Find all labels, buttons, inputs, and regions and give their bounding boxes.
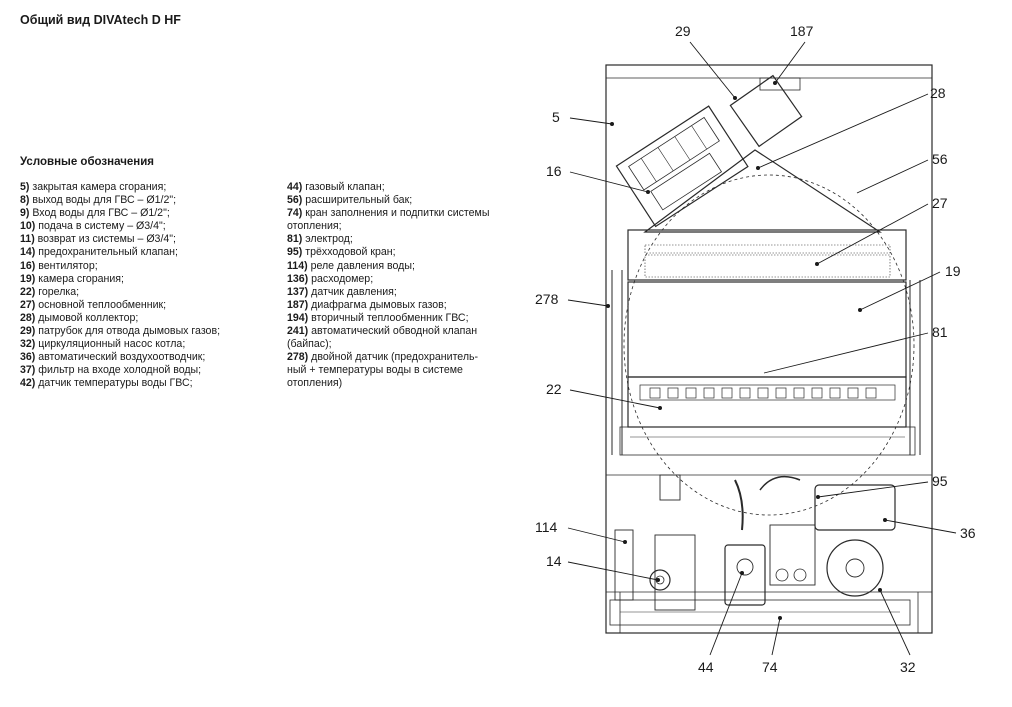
callout-56: 56 (932, 151, 948, 167)
legend-item: 74) кран заполнения и подпитки системы (287, 207, 490, 220)
legend-item: ный + температуры воды в системе (287, 364, 463, 377)
callout-187: 187 (790, 23, 814, 39)
legend-item: 29) патрубок для отвода дымовых газов; (20, 325, 221, 338)
callout-29: 29 (675, 23, 691, 39)
boiler-diagram: 29 187 28 5 56 16 27 19 278 81 22 95 114… (535, 23, 976, 675)
legend-item: 14) предохранительный клапан; (20, 246, 178, 259)
pump (826, 539, 884, 597)
callout-74: 74 (762, 659, 778, 675)
legend-item: 36) автоматический воздухоотводчик; (20, 351, 206, 364)
callout-19: 19 (945, 263, 961, 279)
legend-item: 32) циркуляционный насос котла; (20, 338, 186, 351)
legend-item: 56) расширительный бак; (287, 194, 413, 207)
legend-item: 16) вентилятор; (20, 259, 98, 272)
legend-item: 10) подача в систему – Ø3/4"; (20, 220, 166, 233)
legend-item: 194) вторичный теплообменник ГВС; (287, 311, 469, 324)
fan-unit (615, 105, 749, 228)
legend-item: 19) камера сгорания; (20, 272, 124, 285)
callout-95: 95 (932, 473, 948, 489)
callout-114: 114 (535, 519, 558, 535)
legend-item: 11) возврат из системы – Ø3/4"; (20, 233, 176, 246)
callout-28: 28 (930, 85, 946, 101)
legend-item: 136) расходомер; (287, 272, 374, 285)
callout-278: 278 (535, 291, 559, 307)
legend-item: 81) электрод; (287, 233, 353, 246)
legend-item: 114) реле давления воды; (287, 259, 415, 272)
legend-item: отопления) (287, 377, 343, 390)
callout-14: 14 (546, 553, 562, 569)
legend-item: 95) трёхходовой кран; (287, 246, 396, 259)
boiler-casing (605, 64, 933, 634)
flue-outlet (729, 74, 803, 148)
legend-item: 28) дымовой коллектор; (20, 311, 139, 324)
legend-item: 137) датчик давления; (287, 285, 397, 298)
legend-item: 42) датчик температуры воды ГВС; (20, 377, 193, 390)
legend-column-2: 44) газовый клапан; 56) расширительный б… (287, 181, 527, 391)
callout-44: 44 (698, 659, 714, 675)
legend-item: 5) закрытая камера сгорания; (20, 181, 167, 193)
legend-item: 278) двойной датчик (предохранитель- (287, 351, 479, 364)
legend-item: 37) фильтр на входе холодной воды; (20, 364, 202, 377)
legend-item: 44) газовый клапан; (287, 181, 385, 193)
callout-22: 22 (546, 381, 562, 397)
callout-16: 16 (546, 163, 562, 179)
expansion-tank (623, 174, 915, 516)
legend-item: 22) горелка; (20, 285, 80, 298)
legend-item: 187) диафрагма дымовых газов; (287, 298, 447, 311)
callout-81: 81 (932, 324, 948, 340)
callout-36: 36 (960, 525, 976, 541)
legend-item: 241) автоматический обводной клапан (287, 325, 478, 338)
burner (627, 376, 907, 428)
legend-item: 27) основной теплообменник; (20, 298, 167, 311)
legend-heading: Условные обозначения (20, 156, 155, 168)
legend-column-1: 5) закрытая камера сгорания; 8) выход во… (20, 181, 282, 391)
legend-item: (байпас); (287, 338, 332, 351)
page-title: Общий вид DIVAtech D HF (20, 13, 181, 27)
callout-5: 5 (552, 109, 560, 125)
legend-item: 9) Вход воды для ГВС – Ø1/2"; (20, 207, 170, 220)
callout-32: 32 (900, 659, 916, 675)
combustion-chamber (627, 281, 907, 378)
safety-valve (649, 569, 671, 591)
pump-body (814, 484, 896, 531)
legend-item: отопления; (287, 220, 342, 233)
heat-exchanger (627, 229, 907, 281)
flue-collector (643, 149, 883, 233)
gas-valve (724, 544, 766, 606)
callout-27: 27 (932, 195, 948, 211)
legend-item: 8) выход воды для ГВС – Ø1/2"; (20, 194, 177, 207)
